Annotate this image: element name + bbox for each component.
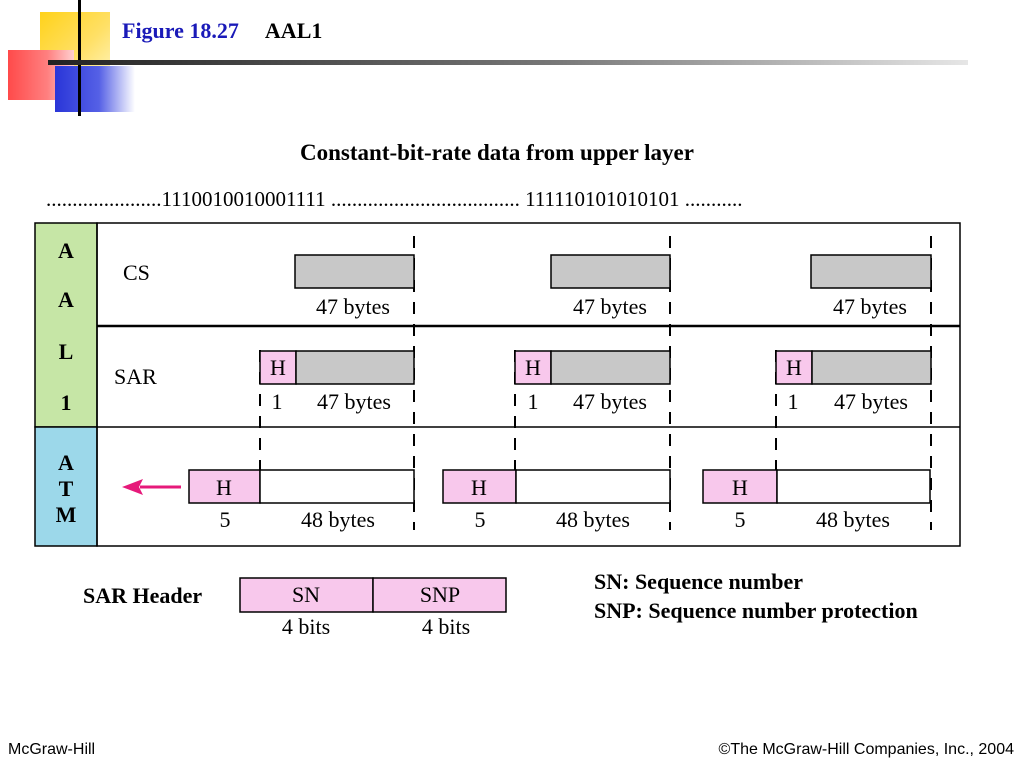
aal-letter: A bbox=[58, 238, 74, 263]
sar-field-size: 4 bits bbox=[422, 614, 470, 639]
aal1-layer-block bbox=[34, 222, 98, 428]
atm-header-size: 5 bbox=[220, 507, 231, 532]
atm-payload-block bbox=[515, 469, 671, 504]
atm-header-box bbox=[442, 469, 517, 504]
atm-header-size: 5 bbox=[475, 507, 486, 532]
aal-letter: 1 bbox=[61, 390, 72, 415]
atm-payload-block bbox=[259, 469, 415, 504]
atm-payload-size: 48 bytes bbox=[556, 507, 630, 532]
cs-size-label: 47 bytes bbox=[316, 294, 390, 319]
sar-header-size: 1 bbox=[788, 389, 799, 414]
sar-field-name: SN bbox=[292, 582, 320, 607]
slide-title: Figure 18.27 AAL1 bbox=[122, 18, 322, 44]
cs-payload-block bbox=[810, 254, 932, 289]
title-underline bbox=[48, 60, 968, 65]
atm-header-letter: H bbox=[216, 475, 232, 500]
sar-payload-block bbox=[811, 350, 932, 385]
sar-field-size: 4 bits bbox=[282, 614, 330, 639]
sar-field-snp bbox=[372, 577, 507, 613]
diagram-frame bbox=[96, 222, 961, 547]
atm-header-letter: H bbox=[471, 475, 487, 500]
decor-blue-square bbox=[55, 66, 135, 112]
diagram-heading: Constant-bit-rate data from upper layer bbox=[300, 140, 694, 165]
figure-title: AAL1 bbox=[264, 18, 323, 43]
atm-letter: T bbox=[59, 476, 74, 501]
atm-payload-size: 48 bytes bbox=[816, 507, 890, 532]
aal-letter: L bbox=[59, 339, 74, 364]
sar-header-letter: H bbox=[525, 355, 541, 380]
footer-copyright: ©The McGraw-Hill Companies, Inc., 2004 bbox=[718, 741, 1014, 758]
output-arrow-icon bbox=[122, 479, 181, 495]
figure-label: Figure 18.27 bbox=[122, 18, 239, 43]
sar-header-box bbox=[514, 350, 552, 385]
atm-payload-size: 48 bytes bbox=[301, 507, 375, 532]
sar-header-size: 1 bbox=[272, 389, 283, 414]
sar-header-box bbox=[259, 350, 297, 385]
sar-header-letter: H bbox=[270, 355, 286, 380]
atm-layer-block bbox=[34, 426, 98, 547]
legend-snp: SNP: Sequence number protection bbox=[594, 598, 918, 623]
sar-field-name: SNP bbox=[420, 582, 460, 607]
aal-letter: A bbox=[58, 287, 74, 312]
atm-header-size: 5 bbox=[735, 507, 746, 532]
sar-payload-size: 47 bytes bbox=[573, 389, 647, 414]
legend-sn: SN: Sequence number bbox=[594, 569, 803, 594]
sar-payload-size: 47 bytes bbox=[834, 389, 908, 414]
bitstream-text: ......................1110010010001111 .… bbox=[46, 187, 743, 211]
atm-letter: A bbox=[58, 450, 74, 475]
sar-payload-block bbox=[295, 350, 415, 385]
cs-size-label: 47 bytes bbox=[833, 294, 907, 319]
cs-label: CS bbox=[123, 260, 150, 285]
sar-header-letter: H bbox=[786, 355, 802, 380]
atm-letter: M bbox=[56, 502, 77, 527]
sar-header-title: SAR Header bbox=[83, 583, 202, 608]
atm-header-box bbox=[188, 469, 261, 504]
sar-header-size: 1 bbox=[528, 389, 539, 414]
sar-payload-size: 47 bytes bbox=[317, 389, 391, 414]
cs-payload-block bbox=[294, 254, 415, 289]
decor-vertical-line bbox=[78, 0, 81, 116]
footer-publisher: McGraw-Hill bbox=[8, 741, 96, 758]
sar-payload-block bbox=[550, 350, 671, 385]
cs-size-label: 47 bytes bbox=[573, 294, 647, 319]
cs-payload-block bbox=[550, 254, 671, 289]
sar-label: SAR bbox=[114, 364, 157, 389]
atm-header-box bbox=[702, 469, 778, 504]
atm-header-letter: H bbox=[732, 475, 748, 500]
atm-payload-block bbox=[776, 469, 931, 504]
